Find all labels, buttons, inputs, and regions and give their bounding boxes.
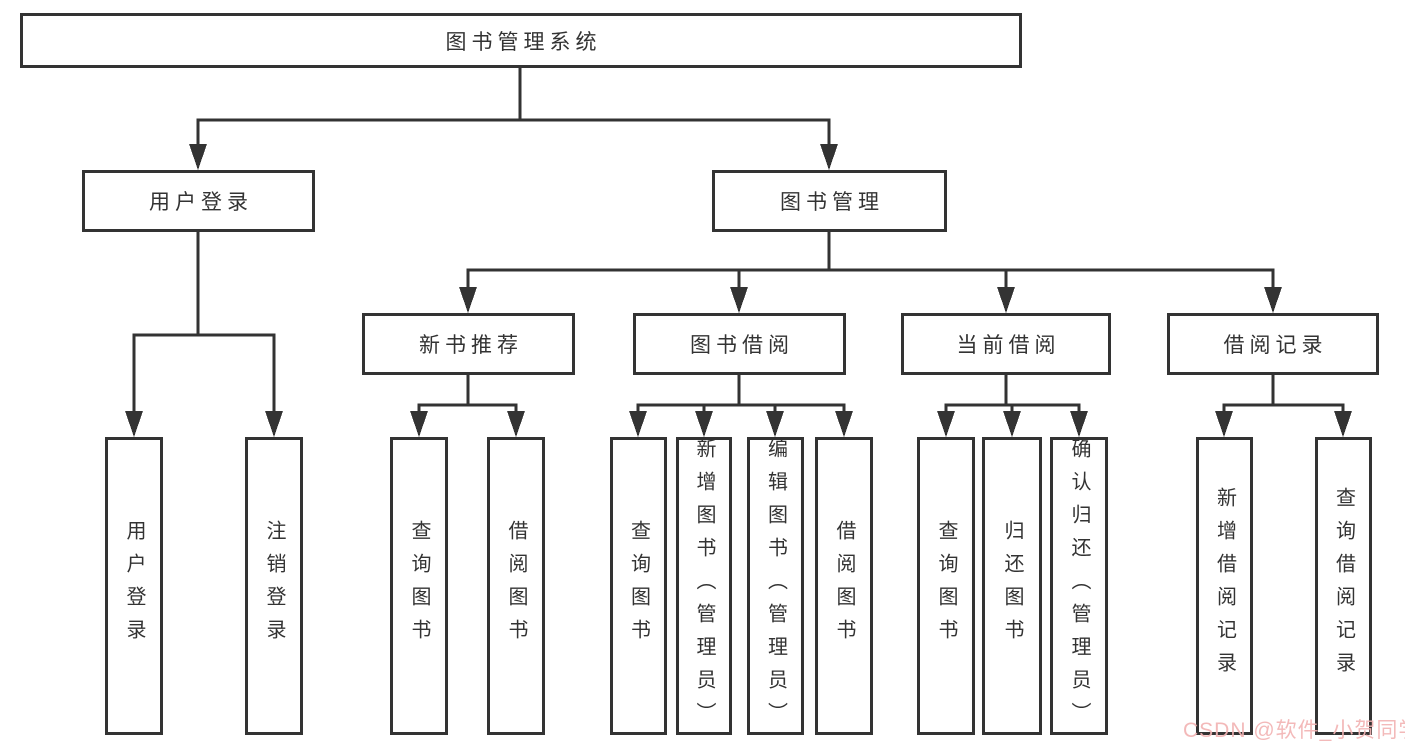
node-borrowing-records-label: 借阅记录: [1223, 334, 1328, 357]
leaf-current-confirm-return-admin-label: 确认归还（管理员）: [1068, 437, 1090, 735]
leaf-borrow-add-books-admin-label: 新增图书（管理员）: [693, 437, 715, 735]
leaf-borrow-query-books: 查询图书: [610, 437, 667, 735]
leaf-user-login-label: 用户登录: [123, 520, 145, 652]
leaf-user-login: 用户登录: [105, 437, 163, 735]
node-current-borrowing: 当前借阅: [901, 313, 1111, 375]
node-book-borrowing: 图书借阅: [633, 313, 846, 375]
leaf-borrow-edit-books-admin-label: 编辑图书（管理员）: [764, 437, 787, 735]
leaf-borrow-add-books-admin: 新增图书（管理员）: [676, 437, 732, 735]
leaf-borrow-borrow-books: 借阅图书: [815, 437, 873, 735]
leaf-borrow-borrow-books-label: 借阅图书: [833, 520, 855, 652]
leaf-borrow-edit-books-admin: 编辑图书（管理员）: [747, 437, 804, 735]
leaf-records-add-record: 新增借阅记录: [1196, 437, 1253, 735]
node-current-borrowing-label: 当前借阅: [956, 334, 1061, 357]
leaf-logout: 注销登录: [245, 437, 303, 735]
node-book-management: 图书管理: [712, 170, 947, 232]
node-root-label: 图书管理系统: [445, 30, 602, 54]
leaf-borrow-query-books-label: 查询图书: [627, 520, 650, 652]
leaf-records-query-record-label: 查询借阅记录: [1332, 487, 1355, 685]
node-user-login-label: 用户登录: [149, 191, 253, 214]
node-user-login: 用户登录: [82, 170, 315, 232]
csdn-watermark: CSDN @软件_小贺同学: [1183, 719, 1405, 742]
leaf-current-return-books: 归还图书: [982, 437, 1042, 735]
node-new-book-recommend: 新书推荐: [362, 313, 575, 375]
leaf-newbooks-query-books-label: 查询图书: [408, 520, 430, 652]
leaf-records-query-record: 查询借阅记录: [1315, 437, 1372, 735]
leaf-newbooks-query-books: 查询图书: [390, 437, 448, 735]
node-book-management-label: 图书管理: [780, 191, 884, 214]
node-root: 图书管理系统: [20, 13, 1022, 68]
leaf-current-query-books-label: 查询图书: [935, 520, 957, 652]
leaf-newbooks-borrow-books: 借阅图书: [487, 437, 545, 735]
leaf-current-return-books-label: 归还图书: [1001, 520, 1023, 652]
leaf-newbooks-borrow-books-label: 借阅图书: [505, 520, 527, 652]
leaf-logout-label: 注销登录: [263, 520, 285, 652]
leaf-current-query-books: 查询图书: [917, 437, 975, 735]
node-book-borrowing-label: 图书借阅: [690, 334, 794, 357]
leaf-records-add-record-label: 新增借阅记录: [1213, 487, 1236, 685]
leaf-current-confirm-return-admin: 确认归还（管理员）: [1050, 437, 1108, 735]
node-borrowing-records: 借阅记录: [1167, 313, 1379, 375]
node-new-book-recommend-label: 新书推荐: [419, 334, 523, 357]
